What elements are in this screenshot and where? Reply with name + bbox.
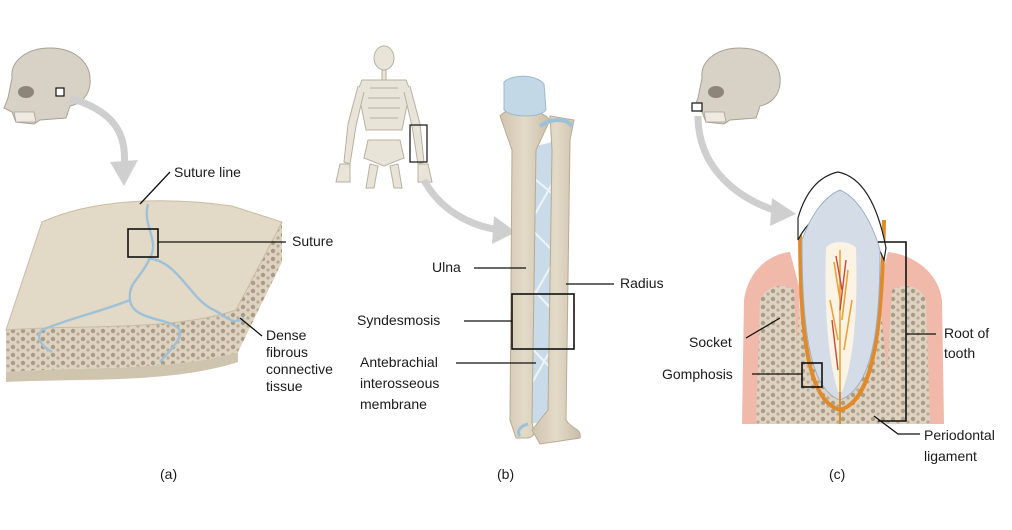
label-suture-line: Suture line [174, 164, 241, 180]
suture-line-path [38, 203, 245, 363]
label-gomphosis: Gomphosis [662, 366, 733, 382]
caption-a: (a) [160, 466, 177, 482]
label-suture: Suture [292, 233, 333, 249]
caption-b: (b) [497, 466, 514, 482]
gomphosis-box [801, 362, 823, 388]
label-radius: Radius [620, 275, 664, 291]
forearm-bones [499, 75, 581, 445]
forearm-box [409, 124, 428, 163]
skeleton-icon [335, 45, 433, 189]
tooth-section [742, 171, 944, 424]
label-root-1: Root of [944, 325, 989, 341]
label-dense-3: connective [266, 361, 333, 377]
caption-c: (c) [829, 466, 845, 482]
skull-icon-c [691, 47, 781, 125]
label-syndesmosis: Syndesmosis [357, 312, 440, 328]
arrow-c [694, 115, 796, 226]
label-periodontal-2: ligament [924, 448, 977, 464]
suture-line-leader [139, 171, 171, 205]
cranial-bone-block [5, 200, 283, 382]
label-membrane-3: membrane [360, 396, 427, 412]
label-membrane-2: interosseous [360, 375, 439, 391]
panel-c: Socket Gomphosis Root of tooth Periodont… [662, 47, 995, 482]
skull-icon [3, 47, 91, 125]
periodontal-leader [873, 415, 920, 435]
arrow-b [420, 178, 516, 244]
label-dense-1: Dense [266, 327, 307, 343]
label-periodontal-1: Periodontal [924, 427, 995, 443]
panel-a: Suture line Suture Dense fibrous connect… [3, 47, 333, 482]
label-socket: Socket [689, 334, 732, 350]
panel-b: Ulna Radius Syndesmosis Antebrachial int… [335, 45, 664, 482]
suture-box [127, 228, 159, 258]
label-root-2: tooth [944, 345, 975, 361]
label-ulna: Ulna [432, 259, 461, 275]
label-membrane-1: Antebrachial [360, 354, 438, 370]
dense-tissue-leader [239, 317, 263, 337]
label-dense-4: tissue [266, 378, 303, 394]
socket-leader [745, 317, 781, 339]
label-dense-2: fibrous [266, 344, 308, 360]
arrow-a [68, 94, 138, 186]
root-bracket [878, 241, 907, 422]
